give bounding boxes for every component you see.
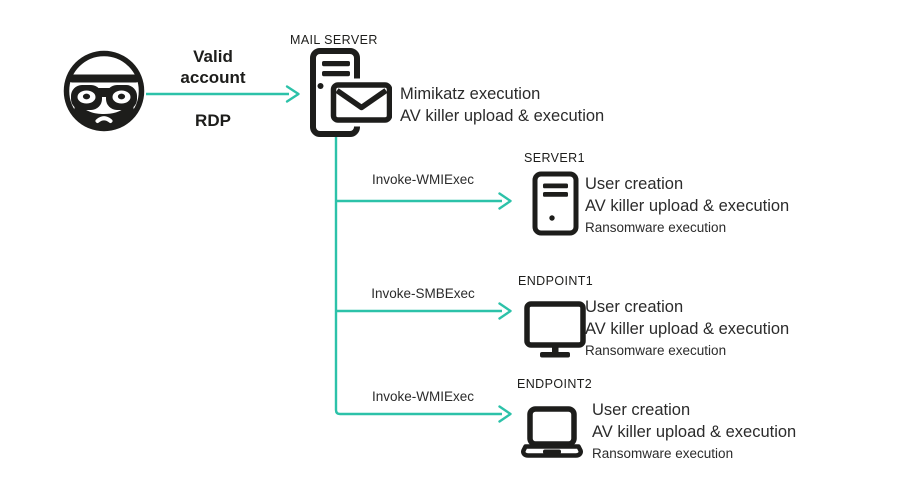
branch3-target-label: ENDPOINT2 (517, 377, 593, 391)
initial-access-protocol-label: RDP (195, 111, 231, 130)
trunk-line (334, 135, 502, 416)
mail-server-label: MAIL SERVER (290, 33, 378, 47)
laptop-icon (521, 406, 583, 459)
branch2-action-2: AV killer upload & execution (585, 319, 790, 338)
branch3-actions: User creation AV killer upload & executi… (592, 400, 796, 462)
branch2-arrow-head (498, 302, 512, 320)
branch1-method-label: Invoke-WMIExec (371, 172, 475, 187)
branch2-sub-action: Ransomware execution (585, 343, 727, 358)
branch1-action-2: AV killer upload & execution (585, 196, 790, 215)
branch2-actions: User creation AV killer upload & executi… (585, 297, 789, 359)
branch2-target-label: ENDPOINT1 (518, 274, 594, 288)
server-icon (532, 171, 579, 236)
branch3-method-label: Invoke-WMIExec (371, 389, 475, 404)
initial-access-credential-label: Valid account (180, 47, 246, 87)
branch1-arrow-head (498, 192, 512, 210)
branch1-action-1: User creation (585, 175, 684, 193)
branch1-sub-action: Ransomware execution (585, 220, 727, 235)
branch3-sub-action: Ransomware execution (592, 446, 734, 461)
attacker-icon (62, 48, 146, 132)
mail-server-icon (308, 45, 392, 138)
mail-server-actions: Mimikatz execution AV killer upload & ex… (400, 84, 604, 127)
branch1-actions: User creation AV killer upload & executi… (585, 174, 789, 236)
initial-access-arrow-head (285, 85, 300, 103)
branch1-target-label: SERVER1 (524, 151, 585, 165)
monitor-icon (524, 301, 586, 358)
branch3-arrow-head (498, 405, 512, 423)
mail-server-action-1: Mimikatz execution (400, 85, 541, 103)
branch3-action-2: AV killer upload & execution (592, 422, 797, 441)
mail-server-action-2: AV killer upload & execution (400, 106, 605, 125)
branch3-action-1: User creation (592, 401, 691, 419)
branch2-action-1: User creation (585, 298, 684, 316)
branch2-method-label: Invoke-SMBExec (371, 286, 475, 301)
